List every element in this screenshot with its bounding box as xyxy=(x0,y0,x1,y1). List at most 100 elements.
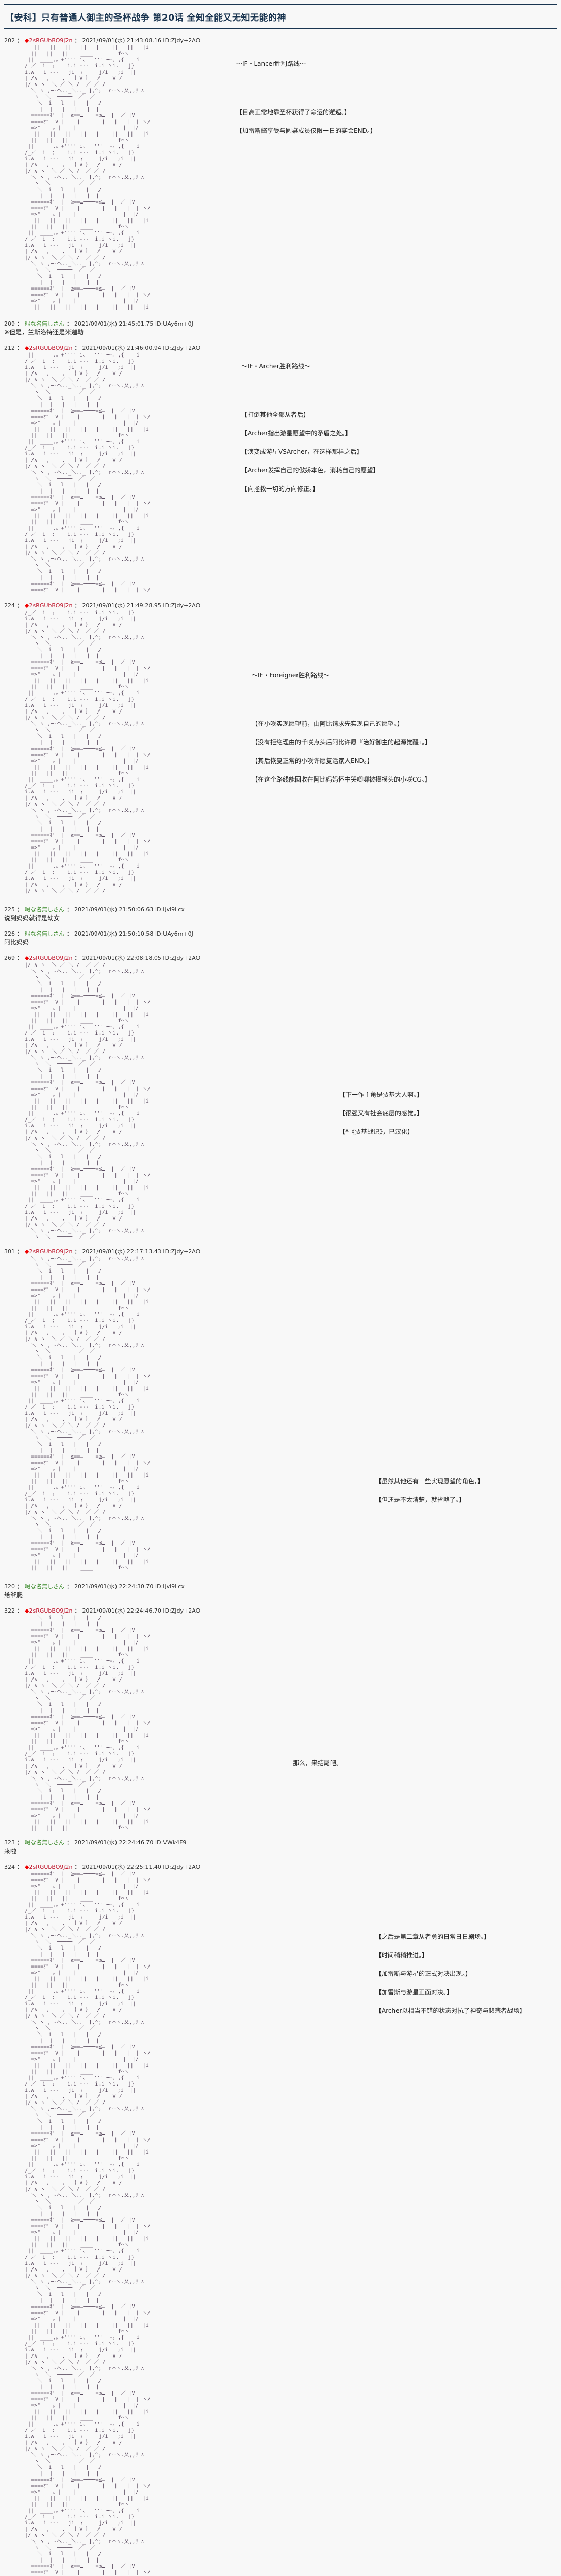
post-id[interactable]: ID:ZJdy+2AO xyxy=(163,1607,201,1614)
post-body: 说到妈妈就得是幼女 xyxy=(4,914,60,922)
caption-block: 那么，来结尾吧。 xyxy=(293,1759,342,1778)
post-id[interactable]: ID:lJvl9Lcx xyxy=(155,906,185,913)
post-id[interactable]: ID:ZJdy+2AO xyxy=(163,1248,201,1255)
caption-block: ～IF・Lancer胜利路线～【目高正常地靠圣杯获得了命运的邂逅。】【加雷斯酱享… xyxy=(236,60,376,146)
ascii-art-figure: ＼ ヽ ,─-ヘ.._＼.._ ],^; ｒ⌒ヽ.乂,,ﾘ ∧ ヽ ＼ ────… xyxy=(25,1256,151,1571)
post-number[interactable]: 269 xyxy=(4,955,15,961)
post-datetime: 2021/09/01(水) 22:24:46.70 xyxy=(74,1839,154,1846)
ascii-art-figure: || ____,。+'''' i、 ''''┬-。,{ i /_／ i ; i.… xyxy=(25,352,151,593)
post-body: 来啦 xyxy=(4,1848,17,1855)
post-225: 225：暇な名無しさん：2021/09/01(水) 21:50:06.63 ID… xyxy=(4,906,557,923)
post-number[interactable]: 209 xyxy=(4,320,15,327)
caption-line: 【下一作主角是贾基大人啊。】 xyxy=(339,1091,423,1098)
post-number[interactable]: 226 xyxy=(4,930,15,937)
post-header: 269：◆2sRGUbBO9j2n：2021/09/01(水) 22:08:18… xyxy=(4,954,557,962)
caption-block: 【下一作主角是贾基大人啊。】【很强又有社会底层的感觉。】【*《贾基战记》，已汉化… xyxy=(339,1091,423,1147)
ascii-art-panel: || ____,。+'''' i、 ''''┬-。,{ i /_／ i ; i.… xyxy=(4,352,557,595)
ascii-art-figure: |/ ∧ ヽ ＼ ／ ＼ / ／ ／ / ＼ ヽ ,─-ヘ.._＼.._ ],^… xyxy=(25,962,151,1240)
separator: ： xyxy=(17,1863,23,1870)
post-number[interactable]: 301 xyxy=(4,1248,15,1255)
ascii-art-figure: ＼ i l | | / | | | | | | ======ｵ' | ≧==…─… xyxy=(25,1615,151,1831)
post-number[interactable]: 324 xyxy=(4,1863,15,1870)
separator: ： xyxy=(17,345,23,351)
post-header: 224：◆2sRGUbBO9j2n：2021/09/01(水) 21:49:28… xyxy=(4,602,557,610)
separator: ： xyxy=(17,1607,23,1614)
post-datetime: 2021/09/01(水) 21:46:00.94 xyxy=(82,345,161,351)
caption-line: 【打倒其他全部从者后】 xyxy=(241,411,310,418)
post-header: 212：◆2sRGUbBO9j2n：2021/09/01(水) 21:46:00… xyxy=(4,344,557,352)
post-number[interactable]: 225 xyxy=(4,906,15,913)
caption-line: 【很强又有社会底层的感觉。】 xyxy=(339,1110,423,1117)
post-author: ◆2sRGUbBO9j2n xyxy=(25,1248,73,1255)
separator: ： xyxy=(67,320,72,327)
post-id[interactable]: ID:VWk4F9 xyxy=(155,1839,187,1846)
separator: ： xyxy=(74,1607,80,1614)
route-heading: ～IF・Lancer胜利路线～ xyxy=(236,60,306,67)
ascii-art-panel: /_／ i ; i.i --- i.i ヽi. j} i.∧ i --- ji … xyxy=(4,610,557,899)
post-header: 322：◆2sRGUbBO9j2n：2021/09/01(水) 22:24:46… xyxy=(4,1607,557,1615)
separator: ： xyxy=(17,320,23,327)
caption-line: 【目高正常地靠圣杯获得了命运的邂逅。】 xyxy=(236,109,351,116)
caption-line: 【Archer以相当不错的状态对抗了神奇与悲悲者战场】 xyxy=(375,2007,526,2014)
caption-line: 【之后是第二章从者勇的日常日日剧场。】 xyxy=(375,1933,490,1940)
post-324: 324：◆2sRGUbBO9j2n：2021/09/01(水) 22:25:11… xyxy=(4,1863,557,2576)
caption-line: 【Archer指出游星愿望中的矛盾之处。】 xyxy=(241,430,352,437)
post-id[interactable]: ID:lJvl9Lcx xyxy=(155,1583,185,1590)
post-body: ======ｵ' | ≧==…────=≦… | ／ |V ====ｵ" V |… xyxy=(4,1871,557,2576)
post-number[interactable]: 320 xyxy=(4,1583,15,1590)
post-number[interactable]: 323 xyxy=(4,1839,15,1846)
post-id[interactable]: ID:ZJdy+2AO xyxy=(163,345,201,351)
separator: ： xyxy=(74,345,80,351)
post-number[interactable]: 202 xyxy=(4,37,15,44)
post-224: 224：◆2sRGUbBO9j2n：2021/09/01(水) 21:49:28… xyxy=(4,602,557,899)
post-226: 226：暇な名無しさん：2021/09/01(水) 21:50:10.58 ID… xyxy=(4,930,557,947)
ascii-art-panel: ======ｵ' | ≧==…────=≦… | ／ |V ====ｵ" V |… xyxy=(4,1871,557,2576)
post-id[interactable]: ID:ZJdy+2AO xyxy=(163,1863,201,1870)
post-datetime: 2021/09/01(水) 22:25:11.40 xyxy=(82,1863,161,1870)
post-id[interactable]: ID:ZJdy+2AO xyxy=(163,37,201,44)
post-id[interactable]: ID:UAy6m+0J xyxy=(155,320,193,327)
post-id[interactable]: ID:ZJdy+2AO xyxy=(163,955,201,961)
post-datetime: 2021/09/01(水) 21:49:28.95 xyxy=(82,602,161,609)
post-body: 给爷爬 xyxy=(4,1591,23,1599)
caption-block: 【虽然其他还有一些实现愿望的角色，】【但还是不太清楚，就省略了。】 xyxy=(375,1478,484,1515)
separator: ： xyxy=(67,930,72,937)
post-id[interactable]: ID:UAy6m+0J xyxy=(155,930,193,937)
caption-line: 【其后恢复正常的小咲许愿复活家人END。】 xyxy=(252,757,373,765)
separator: ： xyxy=(17,602,23,609)
post-number[interactable]: 212 xyxy=(4,345,15,351)
post-author: 暇な名無しさん xyxy=(25,1583,64,1590)
caption-line: 【在这个路线能回收在阿比妈妈怀中哭唧唧被摸摸头的小咲CG。】 xyxy=(252,776,431,783)
post-author: ◆2sRGUbBO9j2n xyxy=(25,955,73,961)
caption-line: 【*《贾基战记》，已汉化】 xyxy=(339,1128,414,1136)
post-269: 269：◆2sRGUbBO9j2n：2021/09/01(水) 22:08:18… xyxy=(4,954,557,1241)
caption-line: 【演变成游星VSArcher，在这样那样之后】 xyxy=(241,448,363,455)
caption-block: 【之后是第二章从者勇的日常日日剧场。】【时间稍稍推进。】【加雷斯与游星的正式对决… xyxy=(375,1933,525,2026)
post-header: 225：暇な名無しさん：2021/09/01(水) 21:50:06.63 ID… xyxy=(4,906,557,914)
post-320: 320：暇な名無しさん：2021/09/01(水) 22:24:30.70 ID… xyxy=(4,1583,557,1600)
post-author: ◆2sRGUbBO9j2n xyxy=(25,37,73,44)
separator: ： xyxy=(67,1839,72,1846)
route-heading: ～IF・Foreigner胜利路线～ xyxy=(252,672,330,679)
caption-line: 那么，来结尾吧。 xyxy=(293,1759,343,1767)
ascii-art-figure: /_／ i ; i.i --- i.i ヽi. j} i.∧ i --- ji … xyxy=(25,610,151,894)
caption-line: 【加雷斯与游星的正式对决出现。】 xyxy=(375,1970,472,1977)
caption-line: 【但还是不太清楚，就省略了。】 xyxy=(375,1496,466,1503)
post-datetime: 2021/09/01(水) 21:45:01.75 xyxy=(74,320,154,327)
trip-diamond-icon: ◆ xyxy=(25,345,29,351)
caption-line: 【向拯救一切的方向修正。】 xyxy=(241,485,319,493)
post-header: 324：◆2sRGUbBO9j2n：2021/09/01(水) 22:25:11… xyxy=(4,1863,557,1871)
post-209: 209：暇な名無しさん：2021/09/01(水) 21:45:01.75 ID… xyxy=(4,320,557,337)
post-id[interactable]: ID:ZJdy+2AO xyxy=(163,602,201,609)
post-number[interactable]: 224 xyxy=(4,602,15,609)
separator: ： xyxy=(74,602,80,609)
post-datetime: 2021/09/01(水) 22:08:18.05 xyxy=(82,955,161,961)
caption-line: 【Archer发挥自己的傲娇本色，消耗自己的愿望】 xyxy=(241,467,380,474)
separator: ： xyxy=(17,1248,23,1255)
separator: ： xyxy=(17,906,23,913)
ascii-art-figure: || || || || || || || |i || || || ____ f⌒… xyxy=(25,45,151,310)
separator: ： xyxy=(17,1583,23,1590)
post-number[interactable]: 322 xyxy=(4,1607,15,1614)
post-datetime: 2021/09/01(水) 21:50:06.63 xyxy=(74,906,154,913)
separator: ： xyxy=(17,37,23,44)
